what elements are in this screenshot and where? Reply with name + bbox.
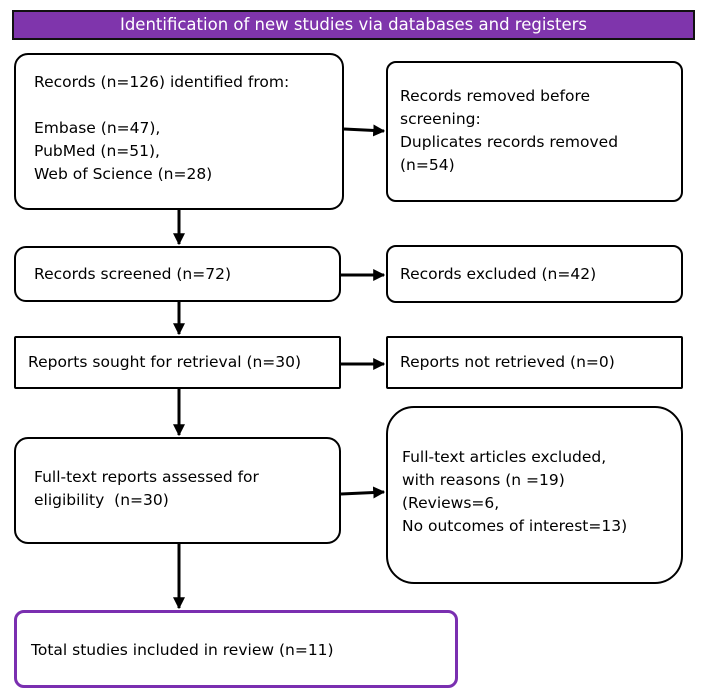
records-excluded-box: Records excluded (n=42) <box>386 245 683 303</box>
included-label: Total studies included in review (n=11) <box>31 641 334 659</box>
fulltext-excluded-box: Full-text articles excluded, with reason… <box>386 406 683 584</box>
ftexcl-line: (Reviews=6, <box>402 494 500 512</box>
ftexcl-line: with reasons (n =19) <box>402 471 565 489</box>
reports-not-retrieved-box: Reports not retrieved (n=0) <box>386 336 683 389</box>
removed-line: (n=54) <box>400 156 455 174</box>
identified-line: Web of Science (n=28) <box>34 165 213 183</box>
not-retrieved-label: Reports not retrieved (n=0) <box>400 353 615 371</box>
identified-line: Records (n=126) identified from: <box>34 73 290 91</box>
screened-label: Records screened (n=72) <box>34 265 232 283</box>
ftexcl-line: Full-text articles excluded, <box>402 448 607 466</box>
ftexcl-line: No outcomes of interest=13) <box>402 517 628 535</box>
removed-line: Duplicates records removed <box>400 133 619 151</box>
header-banner: Identification of new studies via databa… <box>12 10 695 40</box>
fulltext-line: eligibility (n=30) <box>34 491 169 509</box>
studies-included-box: Total studies included in review (n=11) <box>14 610 458 688</box>
records-removed-box: Records removed before screening: Duplic… <box>386 61 683 202</box>
arrow-identified-to-removed <box>343 124 386 137</box>
removed-line: Records removed before <box>400 87 591 105</box>
arrow-fulltext-to-excluded <box>340 486 386 499</box>
sought-label: Reports sought for retrieval (n=30) <box>28 353 302 371</box>
identified-line: Embase (n=47), <box>34 119 161 137</box>
records-screened-box: Records screened (n=72) <box>14 246 341 302</box>
removed-line: screening: <box>400 110 481 128</box>
fulltext-line: Full-text reports assessed for <box>34 468 259 486</box>
reports-sought-box: Reports sought for retrieval (n=30) <box>14 336 341 389</box>
fulltext-assessed-box: Full-text reports assessed for eligibili… <box>14 437 341 544</box>
records-identified-box: Records (n=126) identified from: Embase … <box>14 53 344 210</box>
identified-line: PubMed (n=51), <box>34 142 160 160</box>
header-title: Identification of new studies via databa… <box>119 15 588 34</box>
excluded-label: Records excluded (n=42) <box>400 265 597 283</box>
